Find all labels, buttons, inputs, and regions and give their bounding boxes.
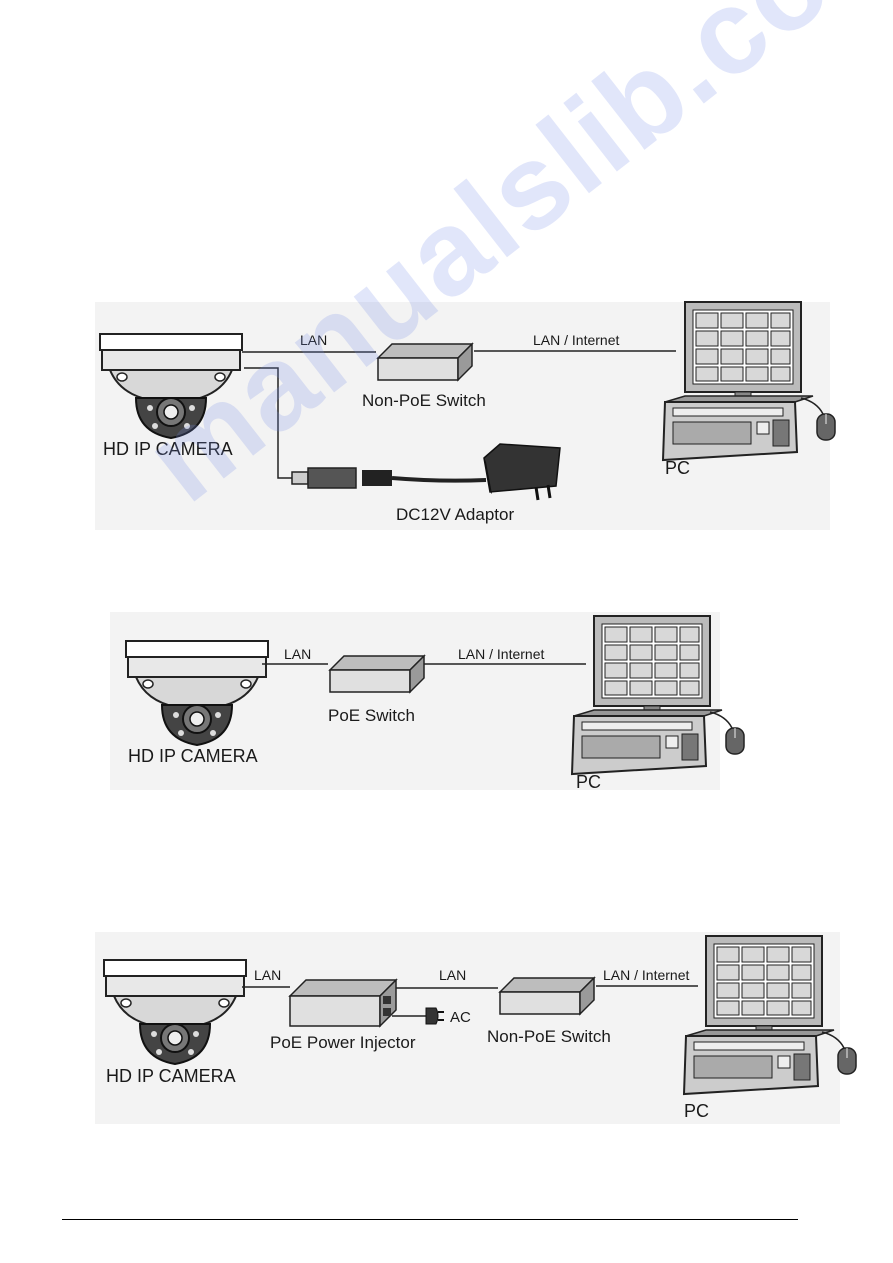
pc-label: PC	[576, 772, 601, 792]
camera-icon	[103, 959, 247, 1065]
ac-label: AC	[450, 1009, 471, 1026]
pc-icon	[683, 935, 857, 1095]
dc-plug-icon	[291, 467, 487, 489]
camera-label: HD IP CAMERA	[106, 1066, 236, 1086]
camera-label: HD IP CAMERA	[103, 439, 233, 459]
internet-label: LAN / Internet	[458, 646, 544, 662]
injector-icon	[288, 978, 398, 1028]
injector-label: PoE Power Injector	[270, 1033, 416, 1052]
lan-label-2: LAN	[439, 967, 466, 983]
internet-label: LAN / Internet	[533, 332, 619, 348]
lan-label: LAN	[300, 332, 327, 348]
pc-icon	[571, 615, 745, 775]
pc-icon	[662, 301, 836, 461]
adaptor-icon	[483, 443, 561, 501]
switch-icon	[499, 977, 595, 1015]
camera-label: HD IP CAMERA	[128, 746, 258, 766]
pc-label: PC	[684, 1101, 709, 1121]
internet-label: LAN / Internet	[603, 967, 689, 983]
pc-label: PC	[665, 458, 690, 478]
switch-label: PoE Switch	[328, 706, 415, 725]
power-cable	[244, 367, 292, 479]
lan-label: LAN	[284, 646, 311, 662]
switch-icon	[329, 655, 425, 693]
footer-divider	[62, 1219, 798, 1220]
ac-plug-icon	[425, 1007, 444, 1025]
switch-label: Non-PoE Switch	[487, 1027, 611, 1046]
camera-icon	[125, 640, 269, 746]
lan-label-1: LAN	[254, 967, 281, 983]
adaptor-label: DC12V Adaptor	[396, 505, 514, 524]
switch-label: Non-PoE Switch	[362, 391, 486, 410]
